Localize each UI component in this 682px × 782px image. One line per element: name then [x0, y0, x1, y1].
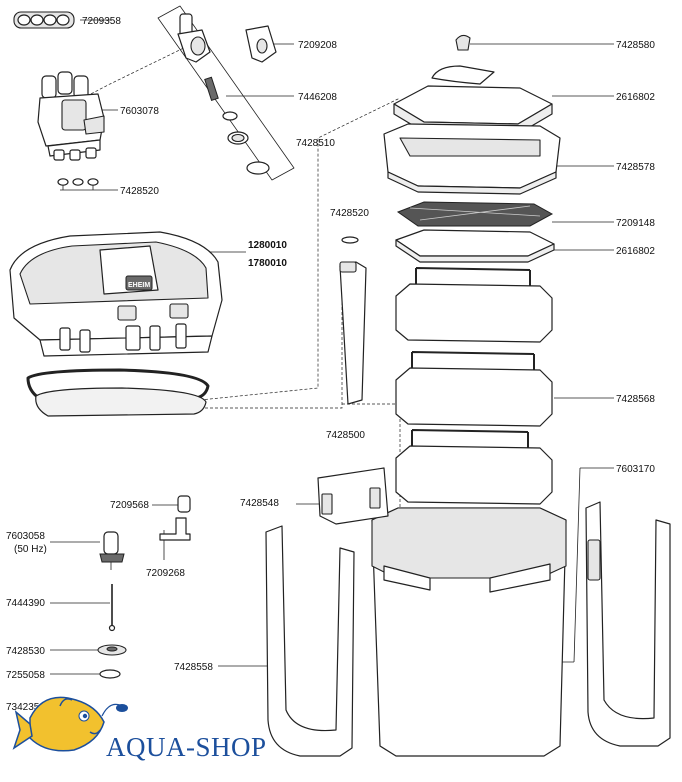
label-7342358: 7342358 — [6, 702, 45, 713]
label-7428578: 7428578 — [616, 162, 655, 173]
mesh-pad-7209148 — [396, 201, 554, 227]
o-rings-7428520-left — [57, 178, 99, 190]
filter-pad-2616802 — [395, 229, 555, 263]
label-50hz: (50 Hz) — [14, 544, 47, 555]
brand-name: AQUA-SHOP — [106, 732, 267, 762]
stand-frame-right-7603170 — [585, 501, 671, 747]
label-7209268: 7209268 — [146, 568, 185, 579]
gasket-7255058 — [99, 669, 121, 679]
label-7428500: 7428500 — [326, 430, 365, 441]
label-1780010: 1780010 — [248, 258, 287, 269]
label-7446208: 7446208 — [298, 92, 337, 103]
label-7209568: 7209568 — [110, 500, 149, 511]
label-7428520-mid: 7428520 — [330, 208, 369, 219]
handle-7428580 — [455, 34, 471, 51]
stand-frame-left-7428558 — [265, 525, 355, 757]
label-7444390: 7444390 — [6, 598, 45, 609]
canister-body-7603170 — [371, 507, 567, 757]
lid-frame-7428578 — [383, 123, 561, 195]
label-7209148: 7209148 — [616, 218, 655, 229]
part-number-labels: 7209358 7209208 7428580 7603078 7446208 … — [6, 16, 655, 713]
connector-stack-column — [157, 5, 295, 181]
clip-7209208 — [245, 25, 277, 63]
pump-logo-lettering: EHEIM — [128, 282, 150, 289]
label-7428580: 7428580 — [616, 40, 655, 51]
label-7428568: 7428568 — [616, 394, 655, 405]
aqua-shop-logo: AQUA-SHOP — [12, 696, 267, 762]
fish-mascot-icon — [12, 696, 128, 752]
latch-7428548 — [317, 467, 389, 525]
label-7603058: 7603058 — [6, 531, 45, 542]
impeller-7603058 — [99, 531, 125, 570]
label-2616802-top: 2616802 — [616, 92, 655, 103]
label-7603078: 7603078 — [120, 106, 159, 117]
baskets-7428568 — [395, 267, 553, 505]
impeller-bracket-7209268 — [159, 517, 191, 541]
label-7428510: 7428510 — [296, 138, 335, 149]
label-7428558: 7428558 — [174, 662, 213, 673]
pump-head-1280010: EHEIM — [9, 231, 223, 357]
label-2616802-mid: 2616802 — [616, 246, 655, 257]
bushing-7209568 — [177, 495, 191, 513]
label-7428548: 7428548 — [240, 498, 279, 509]
shaft-7444390 — [108, 584, 116, 632]
label-7603170: 7603170 — [616, 464, 655, 475]
o-ring-strip-7209358 — [13, 11, 75, 29]
label-7428530: 7428530 — [6, 646, 45, 657]
impeller-cover-7428530 — [97, 644, 127, 656]
label-7255058: 7255058 — [6, 670, 45, 681]
adapter-block-7603078 — [37, 71, 105, 161]
riser-tube-7428500 — [339, 261, 367, 405]
sealing-rings-head — [26, 368, 210, 417]
label-7209208: 7209208 — [298, 40, 337, 51]
label-1280010: 1280010 — [248, 240, 287, 251]
o-ring-7428520-mid — [341, 236, 359, 244]
label-7209358: 7209358 — [82, 16, 121, 27]
label-7428520-left: 7428520 — [120, 186, 159, 197]
